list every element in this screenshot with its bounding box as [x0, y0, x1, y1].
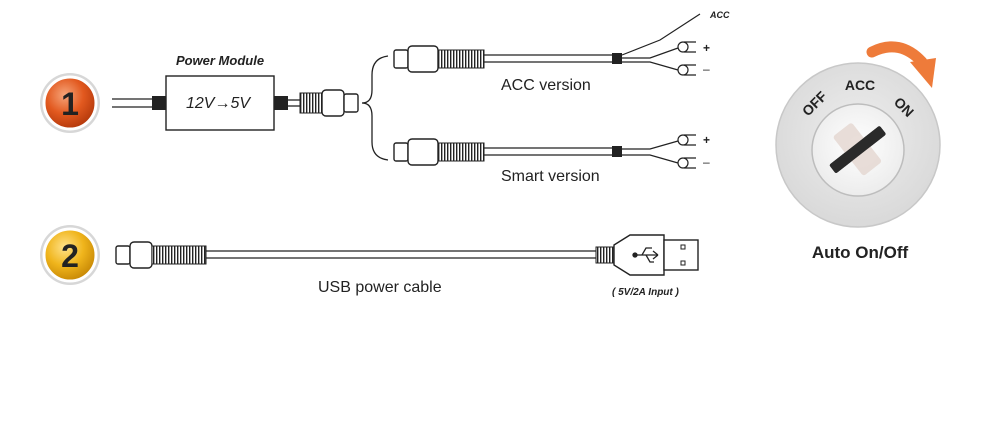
step-2-number: 2	[61, 238, 79, 274]
ignition-switch-icon: OFF ACC ON	[775, 62, 941, 228]
usb-input-note: ( 5V/2A Input )	[612, 287, 680, 298]
acc-minus-sign: –	[703, 62, 710, 76]
acc-wire-tag: ACC	[709, 10, 730, 20]
power-module-label: 12V→5V	[186, 95, 251, 112]
smart-plus-sign: +	[703, 133, 710, 147]
module-output-connector	[274, 89, 359, 117]
smart-version-label: Smart version	[501, 168, 600, 185]
step-1-badge: 1	[40, 73, 100, 133]
usb-icon	[632, 247, 659, 263]
power-module: Power Module 12V→5V	[165, 53, 275, 131]
ignition-acc-label: ACC	[845, 77, 875, 93]
auto-on-off-caption: Auto On/Off	[812, 243, 909, 262]
acc-plus-sign: +	[703, 41, 710, 55]
rotation-arrow-icon	[866, 41, 936, 88]
usb-power-cable	[115, 234, 699, 276]
split-bracket	[361, 55, 389, 161]
acc-version-label: ACC version	[501, 77, 591, 94]
power-module-title: Power Module	[176, 53, 264, 68]
step-1-number: 1	[61, 86, 79, 122]
smart-minus-sign: –	[703, 155, 710, 169]
acc-version-cable	[393, 13, 701, 76]
step-2-badge: 2	[40, 225, 100, 285]
input-cable	[112, 96, 166, 110]
smart-version-cable	[393, 134, 696, 169]
usb-cable-label: USB power cable	[318, 279, 442, 296]
